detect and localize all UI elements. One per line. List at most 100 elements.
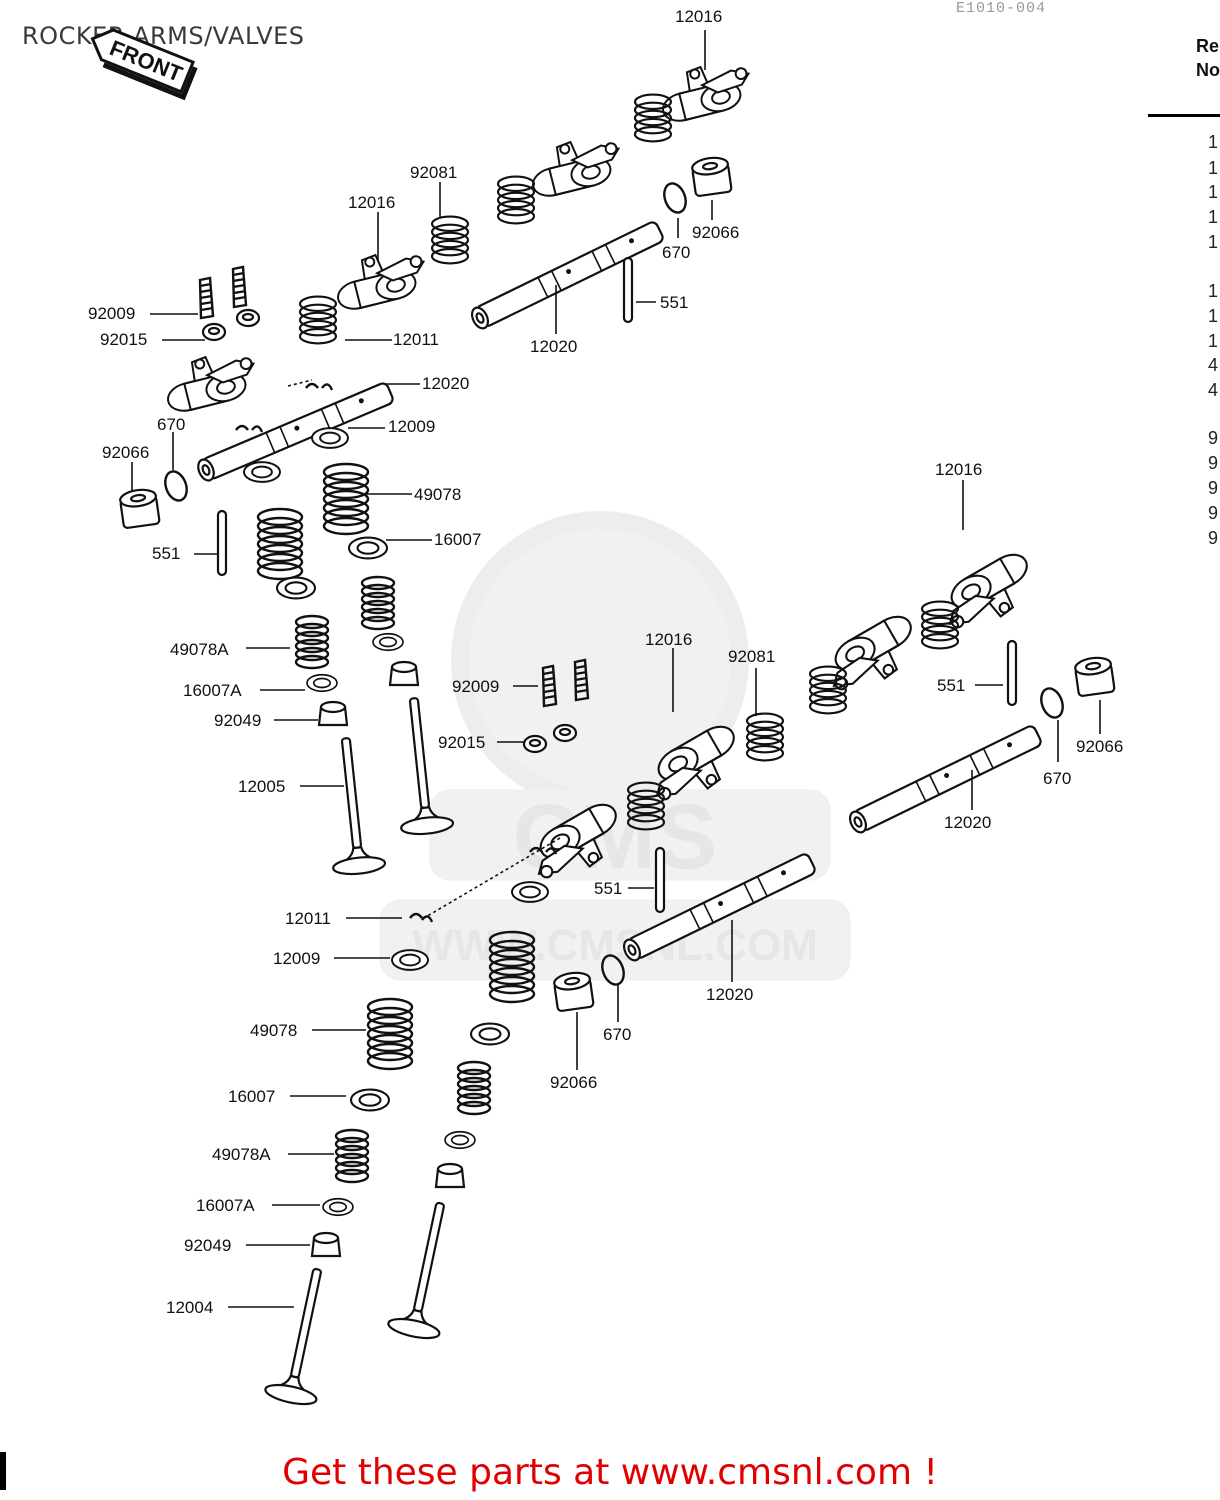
callout-label: 12020 [422,374,469,393]
ref-number: 1 [1208,207,1219,227]
callout-label: 551 [152,544,180,563]
callout-label: 92081 [410,163,457,182]
callout-label: 16007A [196,1196,255,1215]
valve-stem-seal [388,660,420,687]
rocker-shaft [467,219,666,333]
ref-number: 1 [1208,331,1219,351]
inner-valve-spring [334,1128,370,1184]
cotter [235,424,264,433]
intake-valve [262,1262,345,1409]
rocker-spring [496,175,536,225]
adjuster-nut [552,723,578,743]
callout-label: 92049 [214,711,261,730]
callout-label: 16007 [434,530,481,549]
retainer [311,427,349,449]
oring [659,179,691,217]
ref-number: 4 [1208,380,1219,400]
spring-seat [469,1022,511,1046]
ref-number: 4 [1208,355,1219,375]
call-to-action-link[interactable]: Get these parts at www.cmsnl.com ! [282,1452,938,1493]
callout-label: 670 [603,1025,631,1044]
callout-label: 12020 [706,985,753,1004]
callout-label: 92066 [550,1073,597,1092]
outer-valve-spring [366,997,414,1071]
callout-label: 12016 [675,7,722,26]
ref-number: 1 [1208,182,1219,202]
callout-label: 551 [660,293,688,312]
callout-label: 49078A [170,640,229,659]
callout-label: 12011 [285,909,331,928]
exhaust-valve [318,734,387,878]
callout-label: 92066 [692,223,739,242]
valve-adjuster [231,265,248,309]
valve-stem-seal [434,1162,466,1189]
valve-adjuster [198,276,215,320]
inner-spring-seat [322,1197,354,1217]
cotter [305,382,334,391]
adjuster-nut [522,734,548,754]
dowel-pin [654,846,666,914]
callout-label: 92015 [438,733,485,752]
callout-label: 12020 [530,337,577,356]
callout-label: 49078 [250,1021,297,1040]
rocker-arm [329,243,432,314]
callout-label: 92009 [88,304,135,323]
shaft-plug [552,969,595,1013]
ref-number: 9 [1208,503,1219,523]
ref-number: 9 [1208,528,1219,548]
shaft-plug [118,486,161,530]
callout-label: 92049 [184,1236,231,1255]
callout-label: 49078A [212,1145,271,1164]
outer-valve-spring [322,462,370,536]
spring-seat [347,536,389,560]
callout-label: 670 [1043,769,1071,788]
callout-label: 92015 [100,330,147,349]
rocker-spring [430,215,470,265]
oring [160,467,192,505]
ref-number: 9 [1208,453,1219,473]
ref-number: 9 [1208,428,1219,448]
callout-label: 92066 [1076,737,1123,756]
callout-label: 16007A [183,681,242,700]
oring [1036,684,1068,722]
adjuster-nut [235,308,261,328]
ref-header-line-1: Re [1196,36,1220,56]
callout-label: 12016 [348,193,395,212]
ref-number: 9 [1208,478,1219,498]
exhaust-valve [385,1196,468,1343]
spring-seat [349,1088,391,1112]
rocker-arm [159,345,262,416]
shaft-plug [1073,654,1116,698]
spring-seat [275,576,317,600]
rocker-spring [745,712,785,762]
callout-label: 12016 [645,630,692,649]
callout-label: 49078 [414,485,461,504]
ref-header: Re No [1196,34,1220,82]
outer-valve-spring [256,507,304,581]
retainer [511,881,549,903]
ref-header-rule [1148,114,1220,117]
cotter [409,912,434,923]
valve-stem-seal [310,1231,342,1258]
callout-label: 12004 [166,1298,213,1317]
callout-label: 12009 [388,417,435,436]
inner-valve-spring [456,1060,492,1116]
callout-label: 670 [662,243,690,262]
diagram-code: E1010-004 [956,0,1047,17]
page-edge-mark [0,1452,6,1490]
callout-label: 92066 [102,443,149,462]
cotter [529,846,558,855]
inner-valve-spring [294,614,330,670]
retainer [243,461,281,483]
callout-label: 92009 [452,677,499,696]
rocker-spring [298,295,338,345]
front-arrow: FRONT [90,28,198,101]
callout-label: 12020 [944,813,991,832]
dowel-pin [216,509,228,577]
callout-label: 551 [937,676,965,695]
page-title: ROCKER ARMS/VALVES [22,22,305,50]
callout-label: 16007 [228,1087,275,1106]
callout-label: 670 [157,415,185,434]
shaft-plug [690,154,733,198]
